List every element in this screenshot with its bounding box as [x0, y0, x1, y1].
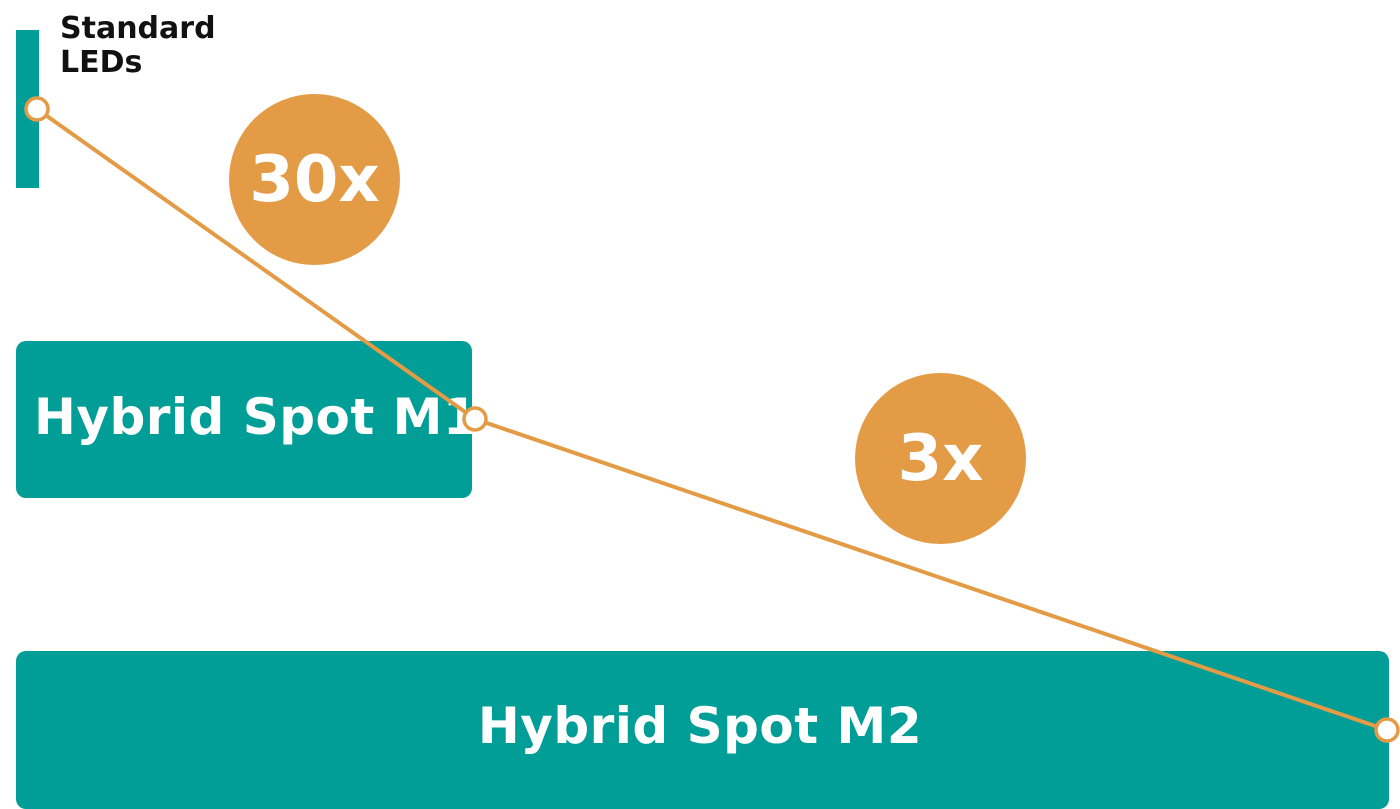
factor-30x-badge: 30x: [229, 94, 400, 265]
hybrid-spot-m1-label: Hybrid Spot M1: [34, 388, 479, 446]
point-hybrid-spot-m2: [1374, 717, 1400, 743]
hybrid-spot-m2-bar: [16, 651, 1389, 809]
hybrid-spot-m1-bar: [16, 341, 472, 498]
hybrid-spot-m2-label: Hybrid Spot M2: [477, 697, 923, 755]
standard-leds-label-line1: Standard: [60, 11, 216, 46]
standard-leds-label-line2: LEDs: [60, 45, 143, 80]
point-hybrid-spot-m1: [462, 406, 488, 432]
standard-leds-label: Standard LEDs: [60, 12, 260, 80]
decline-line: [35, 107, 1388, 732]
point-standard-leds: [24, 96, 50, 122]
factor-3x-badge: 3x: [855, 373, 1026, 544]
